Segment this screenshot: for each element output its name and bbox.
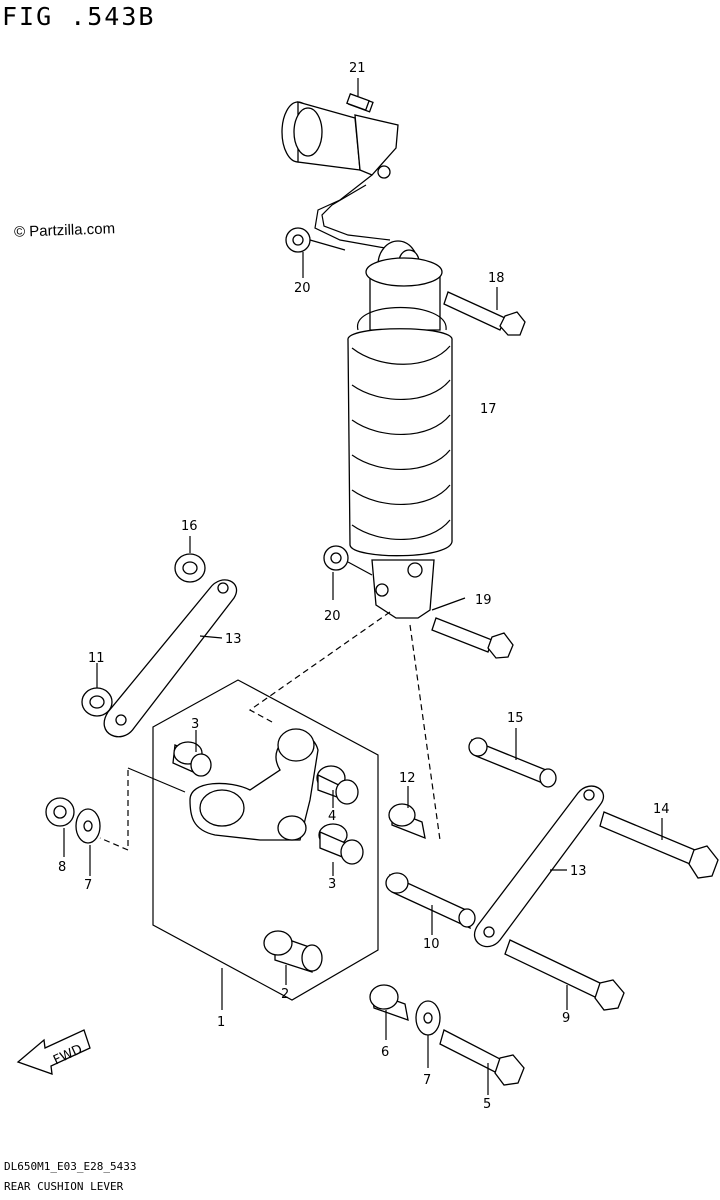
collar-3-b [318,823,364,865]
collar-4 [316,765,359,805]
assembly-lines [99,239,441,851]
nut-11 [81,687,113,717]
washer-7-right [415,1000,441,1036]
cushion-lever [189,728,319,841]
preload-adjuster [281,94,399,249]
callout-7-right: 7 [423,1073,431,1088]
rod-13-right [473,785,604,948]
callout-7-left: 7 [84,878,92,893]
callout-17: 17 [480,402,497,417]
rod-13-left [103,579,237,738]
callout-12: 12 [399,771,416,786]
bolt-9 [504,939,625,1011]
callout-14: 14 [653,802,670,817]
callout-15: 15 [507,711,524,726]
collar-6 [369,984,409,1021]
assembly-box [152,679,379,1001]
collar-2 [263,930,323,973]
callout-21: 21 [349,61,366,76]
collar-12 [388,803,426,840]
bolt-19 [431,617,514,659]
callout-6: 6 [381,1045,389,1060]
callout-4: 4 [328,809,336,824]
bolt-18 [443,291,526,336]
callout-10: 10 [423,937,440,952]
fwd-arrow: FWD [16,1029,91,1075]
bolt-5 [439,1029,525,1086]
callout-8: 8 [58,860,66,875]
callout-9: 9 [562,1011,570,1026]
spacer-10 [385,872,476,930]
callout-2: 2 [281,987,289,1002]
nut-16 [174,553,206,583]
callout-16: 16 [181,519,198,534]
spacer-15 [468,737,557,788]
callout-19: 19 [475,593,492,608]
callout-11: 11 [88,651,105,666]
nut-20-bottom [323,545,349,571]
callout-13-left: 13 [225,632,242,647]
collar-3-a [172,741,212,777]
callout-13-right: 13 [570,864,587,879]
bolt-14 [599,811,719,879]
leader-lines [63,78,663,1095]
nut-20-top [285,227,311,253]
callout-5: 5 [483,1097,491,1112]
callout-labels: 21 20 18 17 16 20 19 13 11 3 15 12 14 4 … [58,61,670,1112]
callout-3-top: 3 [191,717,199,732]
callout-18: 18 [488,271,505,286]
callout-20-top: 20 [294,281,311,296]
diagram-caption: REAR CUSHION LEVER [4,1180,124,1193]
shock-absorber [347,240,453,619]
washer-7-left [75,808,101,844]
callout-1: 1 [217,1015,225,1030]
diagram-code: DL650M1_E03_E28_5433 [4,1160,137,1173]
figure-title: FIG .543B [2,2,156,31]
bolt-21 [346,93,370,111]
callout-3-bottom: 3 [328,877,336,892]
nut-8 [45,797,75,827]
callout-20-bottom: 20 [324,609,341,624]
